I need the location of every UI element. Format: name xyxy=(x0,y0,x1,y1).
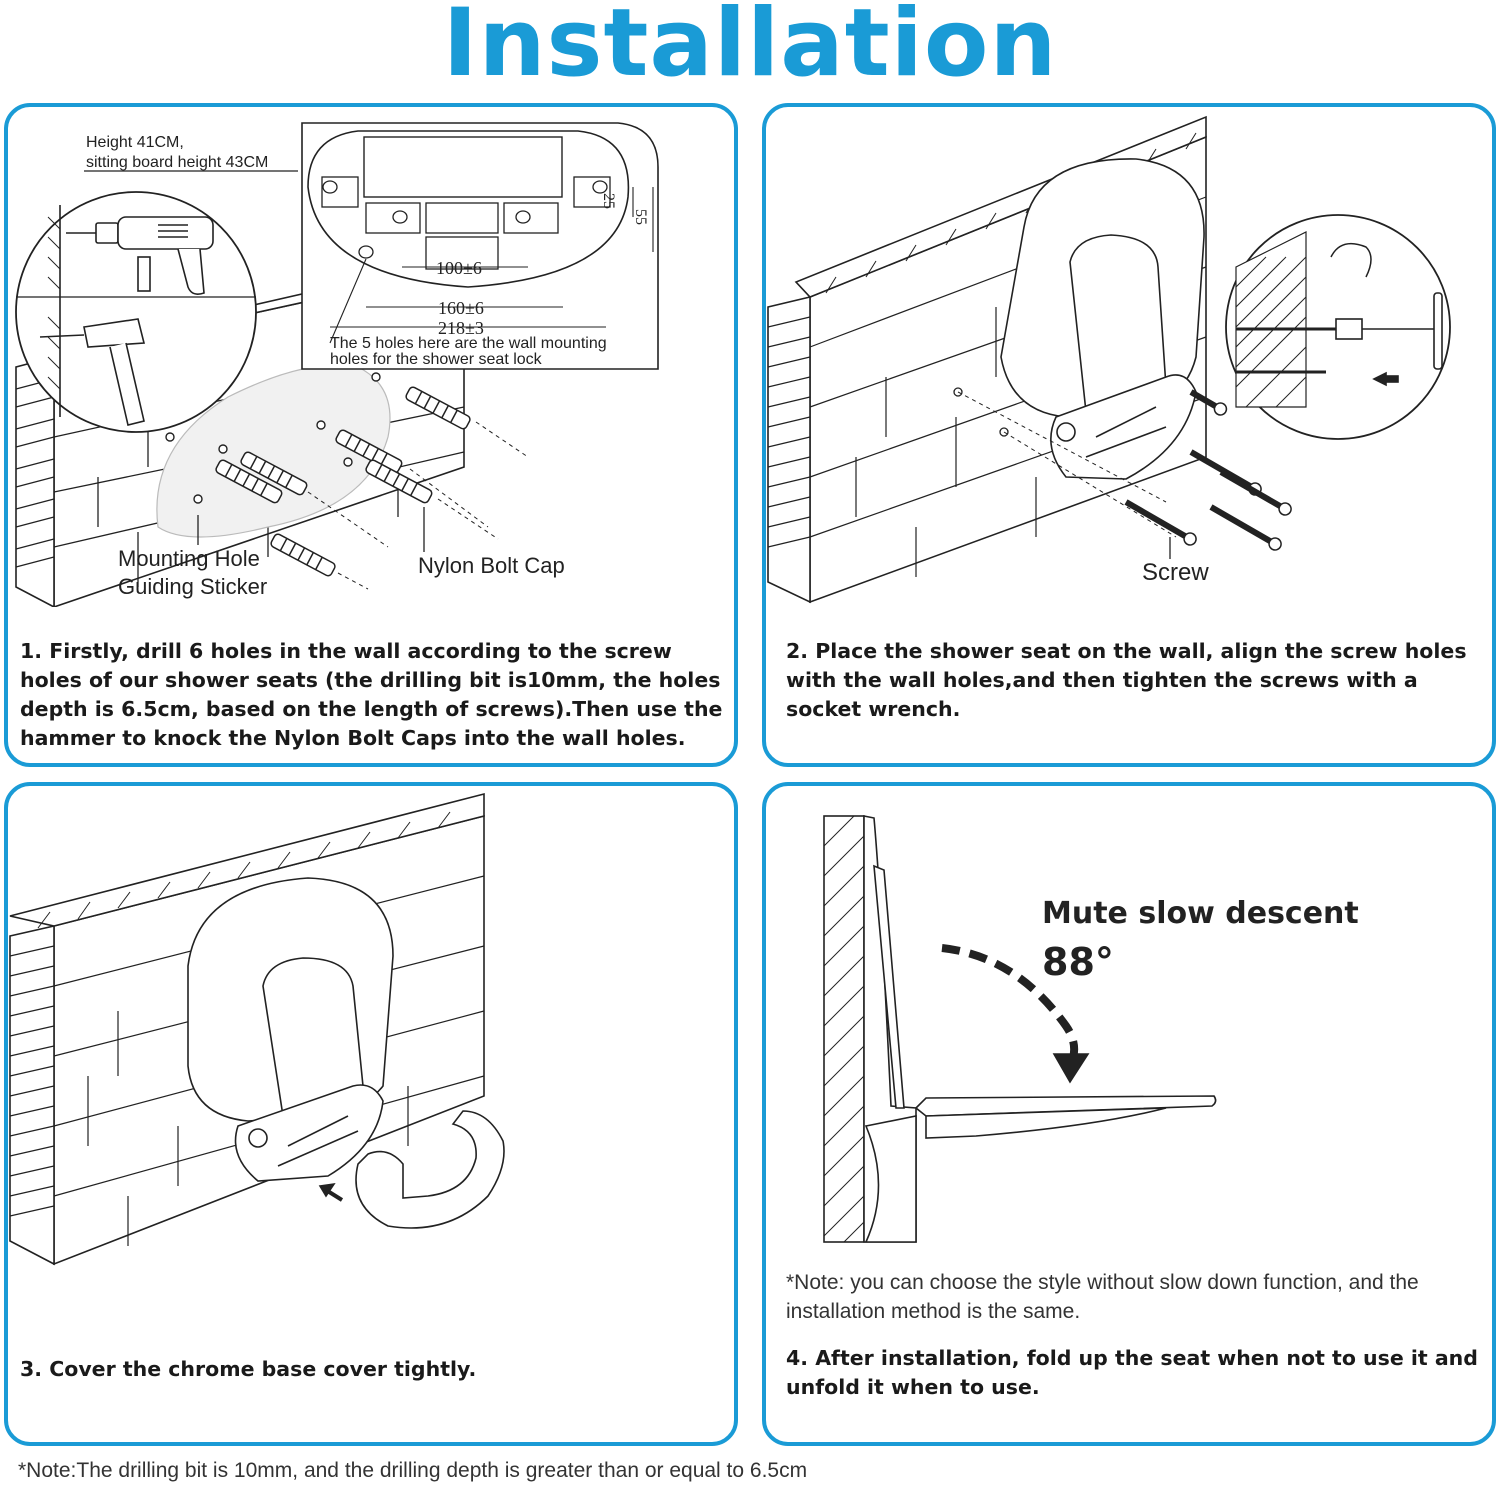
unfolded-seat xyxy=(864,1095,1217,1243)
dim-100-label: 100±6 xyxy=(436,258,482,278)
step-4-panel: Mute slow descent 88° *Note: you can cho… xyxy=(762,782,1496,1446)
step-2-panel: Screw 2. Place the shower seat on the wa… xyxy=(762,103,1496,767)
drill-icon xyxy=(66,216,214,295)
step-3-text: 3. Cover the chrome base cover tightly. xyxy=(20,1357,477,1381)
hammer-icon xyxy=(39,318,146,426)
slow-descent-illustration xyxy=(823,815,1217,1243)
mute-descent-label: Mute slow descent xyxy=(1042,896,1359,931)
wall-holes xyxy=(165,372,381,504)
step-1-panel: Height 41CM, sitting board height 43CM 2… xyxy=(4,103,738,767)
seat-height-label: sitting board height 43CM xyxy=(86,154,269,171)
height-label: Height 41CM, xyxy=(86,134,184,151)
arrow-icon xyxy=(318,1182,344,1202)
shower-seat xyxy=(187,877,394,1182)
dim-218-label: 218±3 xyxy=(438,318,484,338)
seat-mounting-illustration xyxy=(767,115,1451,604)
arrow-icon xyxy=(941,944,1090,1084)
footer-note: *Note:The drilling bit is 10mm, and the … xyxy=(18,1459,808,1482)
page-title: Installation xyxy=(442,0,1058,98)
wrench-inset xyxy=(1225,214,1451,440)
drilling-illustration xyxy=(15,122,659,607)
dim-160-label: 160±6 xyxy=(438,298,484,318)
nylon-bolt-caps xyxy=(215,386,471,577)
step-4-text: 4. After installation, fold up the seat … xyxy=(786,1346,1478,1399)
nylon-bolt-cap-label: Nylon Bolt Cap xyxy=(418,553,565,578)
dim-25-label: 25 xyxy=(600,193,617,209)
holes-note-line2: holes for the shower seat lock xyxy=(330,351,542,368)
arrow-icon xyxy=(1372,371,1399,387)
step-2-text: 2. Place the shower seat on the wall, al… xyxy=(786,639,1467,721)
seat-dimension-diagram xyxy=(301,122,659,370)
guiding-sticker xyxy=(156,364,391,538)
sticker-label-line1: Mounting Hole xyxy=(118,546,260,571)
step-3-panel: 3. Cover the chrome base cover tightly. xyxy=(4,782,738,1446)
tools-inset xyxy=(15,191,257,433)
wall-section xyxy=(823,815,865,1243)
holes-note-line1: The 5 holes here are the wall mounting xyxy=(330,335,607,352)
sticker-label-line2: Guiding Sticker xyxy=(118,574,268,599)
shower-seat xyxy=(1000,158,1205,480)
cover-installation-illustration xyxy=(9,792,505,1266)
angle-label: 88° xyxy=(1042,940,1114,984)
step-1-text: 1. Firstly, drill 6 holes in the wall ac… xyxy=(20,639,723,750)
wrench-icon xyxy=(1335,292,1443,370)
chrome-base-cover xyxy=(355,1110,505,1229)
dim-55-label: 55 xyxy=(632,209,649,225)
screw-label: Screw xyxy=(1142,559,1209,586)
screws xyxy=(1124,389,1292,551)
style-note: *Note: you can choose the style without … xyxy=(786,1271,1419,1323)
